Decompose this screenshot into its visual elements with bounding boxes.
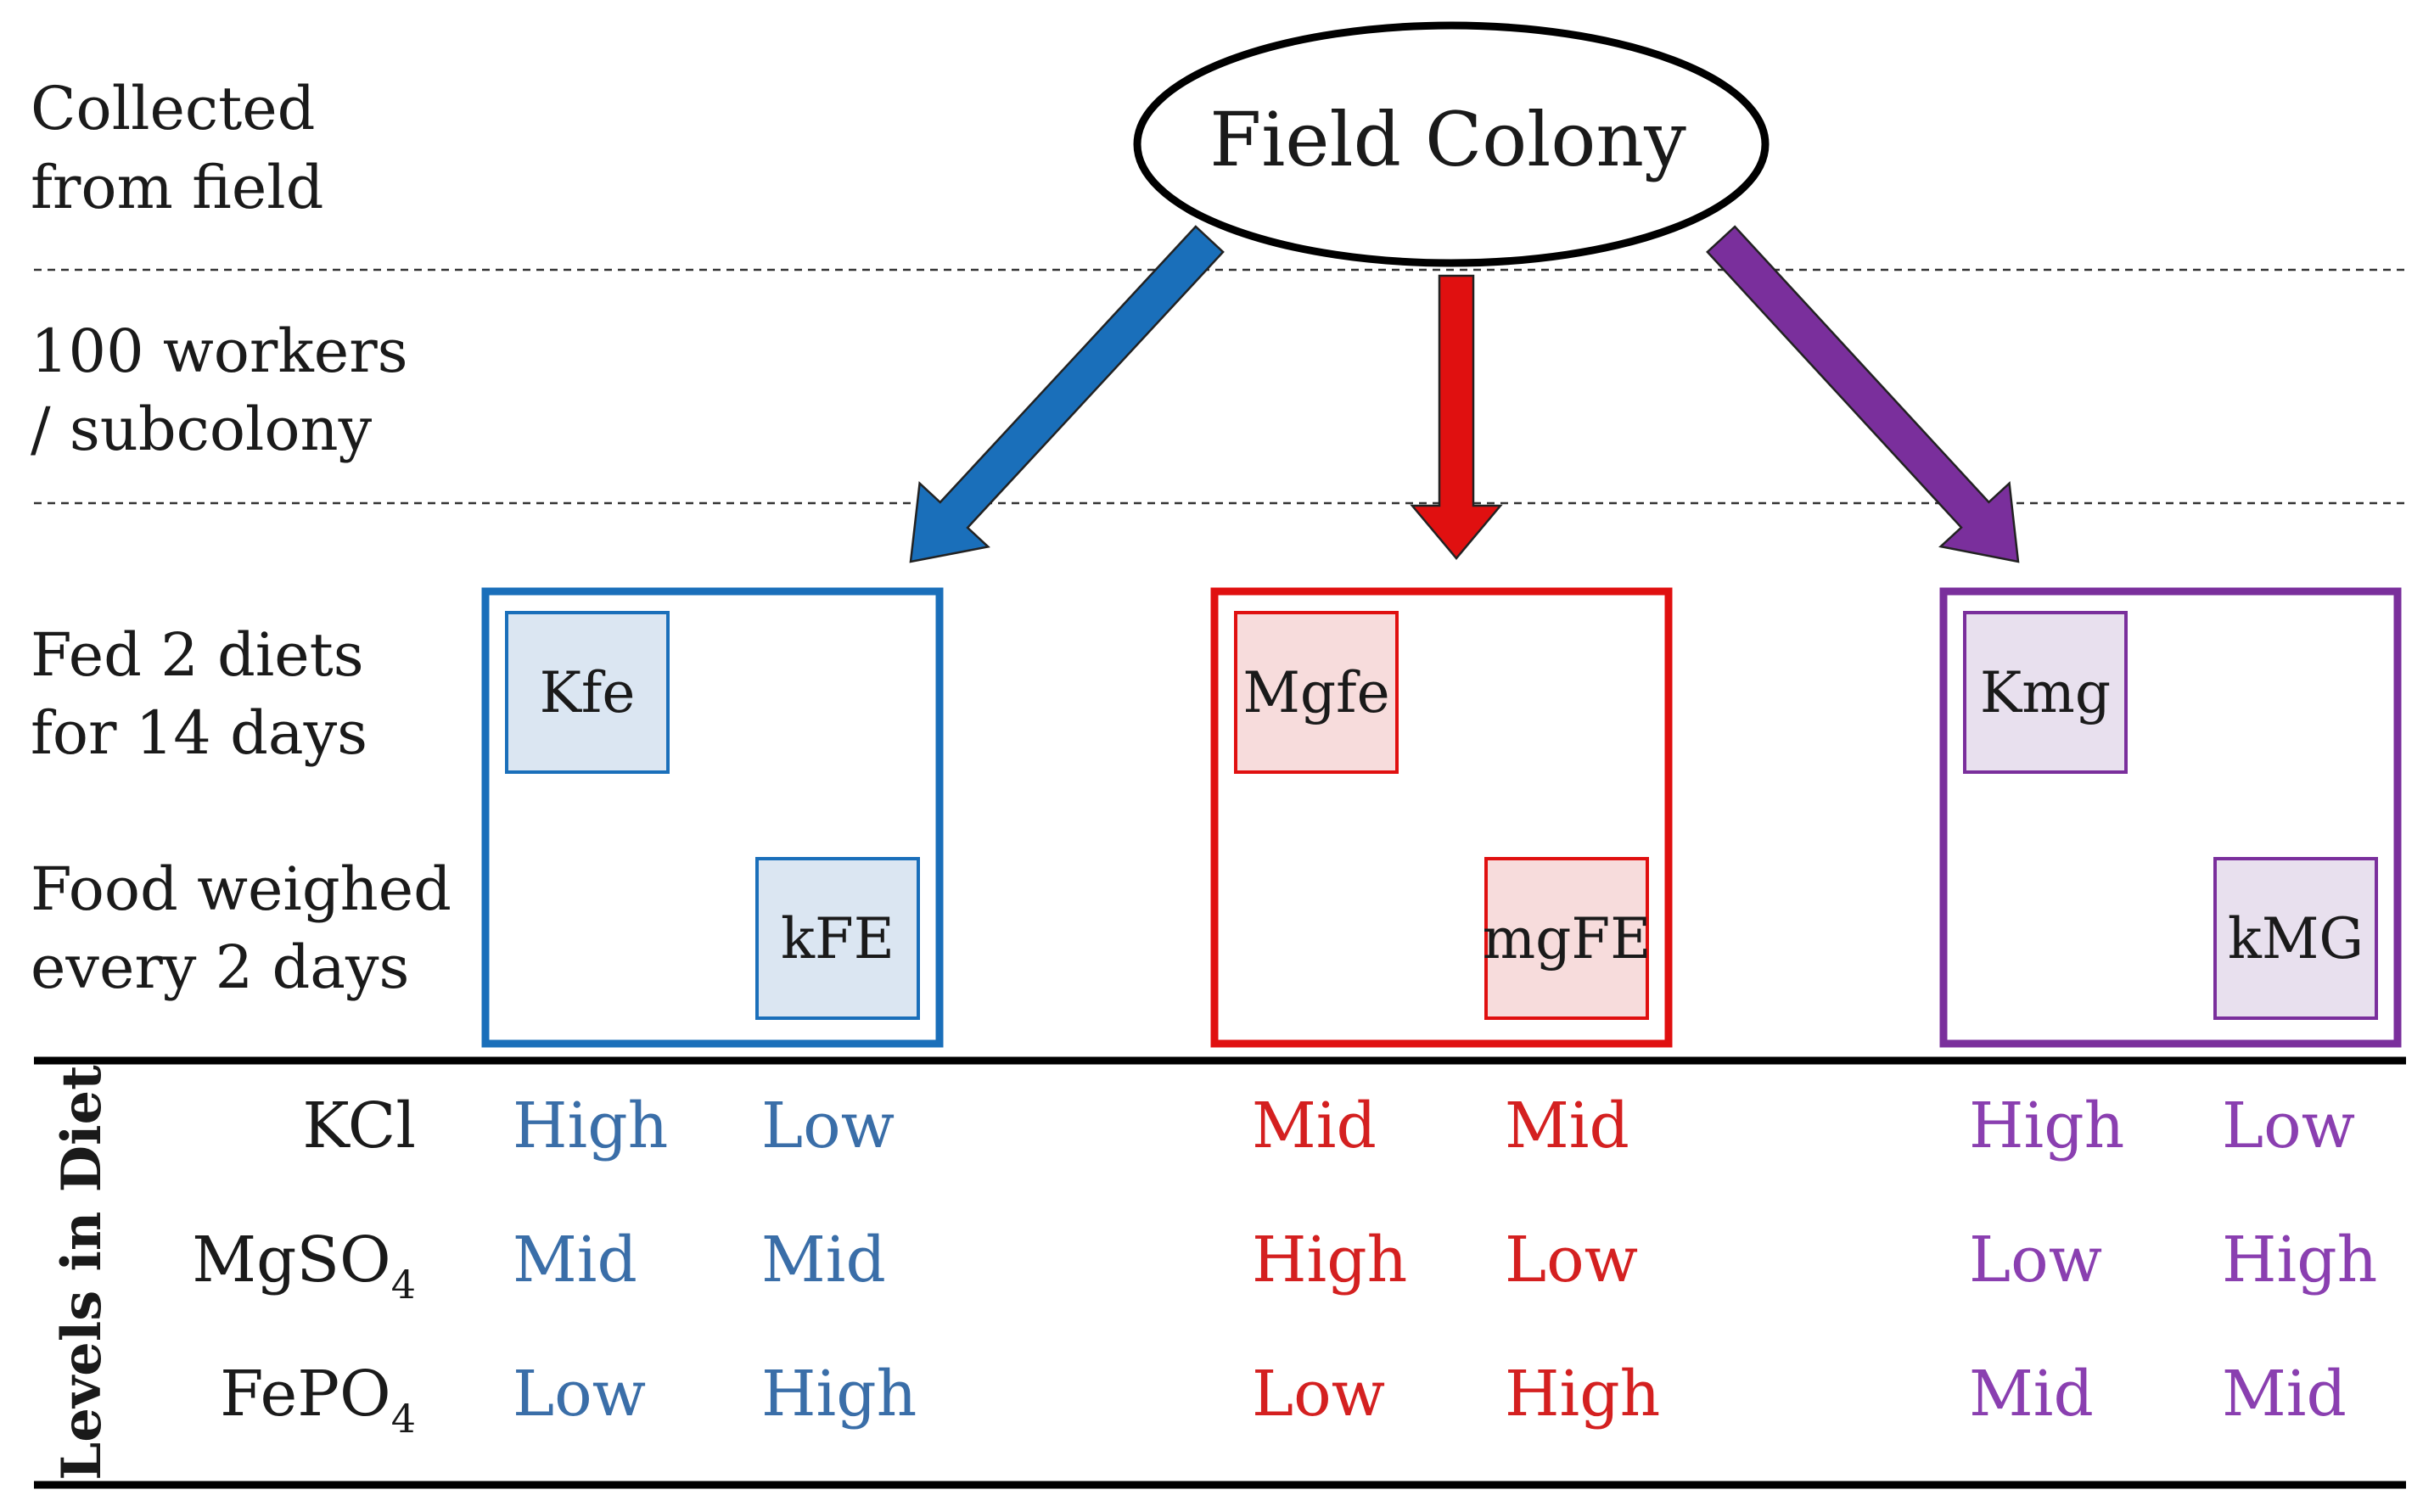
table-cell: Low	[513, 1358, 646, 1431]
table-cell: Mid	[1252, 1089, 1377, 1162]
arrow-to-purple-group	[1706, 225, 2020, 563]
diet-box	[755, 857, 920, 1020]
diet-box	[1234, 611, 1399, 774]
stage-label-collected: Collected from field	[31, 74, 334, 222]
table-row-label: KCl	[302, 1089, 416, 1162]
stage-label-fed: Fed 2 diets for 14 days	[31, 620, 383, 768]
table-cell: Low	[1969, 1224, 2102, 1296]
diet-groups: Kfe kFE Mgfe mgFE Kmg kMG	[481, 587, 2402, 1048]
diet-box-label: Mgfe	[1242, 660, 1389, 725]
diet-box-label: kMG	[2228, 906, 2364, 972]
table-cell: Mid	[513, 1224, 637, 1296]
diet-box-label: mgFE	[1483, 906, 1652, 972]
table-cell: Low	[1252, 1358, 1385, 1431]
table-row-label: FePO4	[220, 1358, 416, 1442]
table-cell: Low	[761, 1089, 895, 1162]
field-colony-node	[1133, 21, 1770, 267]
table-cell: Mid	[761, 1224, 886, 1296]
stage-label-weighed: Food weighed every 2 days	[31, 854, 470, 1002]
table-cell: High	[1505, 1358, 1660, 1431]
diet-box-label: Kmg	[1980, 660, 2111, 725]
table-cell: High	[1252, 1224, 1407, 1296]
table-cell: High	[513, 1089, 668, 1162]
table-cell: Low	[1505, 1224, 1638, 1296]
diet-group-purple	[1939, 587, 2402, 1048]
table-cell: Mid	[1505, 1089, 1629, 1162]
arrow-to-red-group	[1410, 274, 1503, 560]
diet-box	[2213, 857, 2378, 1020]
stage-label-workers: 100 workers / subcolony	[31, 316, 427, 464]
arrows	[909, 225, 2020, 563]
diet-box-label: kFE	[781, 906, 895, 972]
field-colony-label: Field Colony	[1209, 96, 1686, 183]
table-cell: Mid	[1969, 1358, 2094, 1431]
table-cell: Mid	[2222, 1358, 2347, 1431]
table-cell: High	[1969, 1089, 2124, 1162]
table-cell: High	[761, 1358, 917, 1431]
diet-box	[1963, 611, 2128, 774]
diet-box	[505, 611, 670, 774]
table-axis-label: Levels in Diet	[50, 1065, 114, 1481]
table-row-label: MgSO4	[192, 1224, 416, 1308]
diet-box	[1484, 857, 1649, 1020]
diet-box-label: Kfe	[540, 660, 636, 725]
table-cell: Low	[2222, 1089, 2355, 1162]
table-cell: High	[2222, 1224, 2377, 1296]
arrow-to-blue-group	[909, 225, 1225, 563]
diet-group-blue	[481, 587, 944, 1048]
diet-group-red	[1210, 587, 1673, 1048]
